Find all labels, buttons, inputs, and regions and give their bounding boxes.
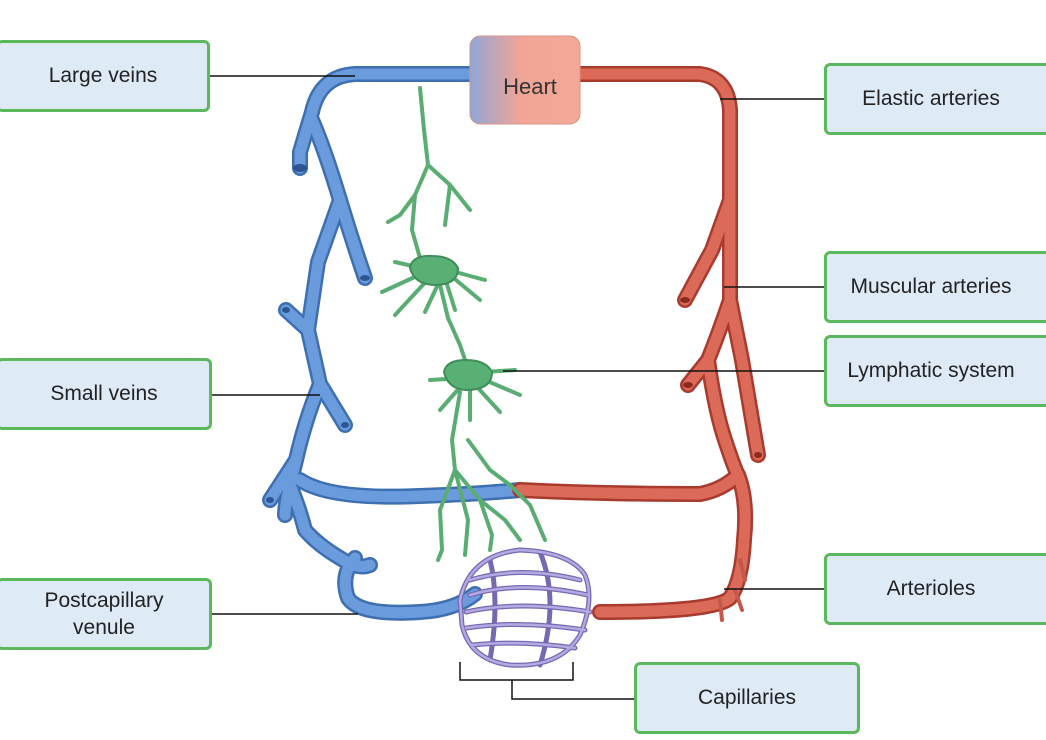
label-postcapillary-venule-text: Postcapillary venule	[44, 588, 164, 639]
heart: Heart	[469, 35, 581, 125]
label-muscular-arteries: Muscular arteries	[824, 251, 1046, 323]
capillary-bed	[457, 547, 593, 668]
label-capillaries-text: Capillaries	[697, 686, 797, 710]
label-arterioles: Arterioles	[824, 553, 1046, 625]
label-lymphatic-system: Lymphatic system	[824, 335, 1046, 407]
heart-label: Heart	[503, 74, 557, 99]
label-arterioles-text: Arterioles	[886, 577, 976, 601]
arteries	[512, 66, 766, 622]
label-small-veins-text: Small veins	[50, 382, 158, 406]
label-capillaries: Capillaries	[634, 662, 860, 734]
label-large-veins: Large veins	[0, 40, 210, 112]
label-large-veins-text: Large veins	[48, 64, 158, 88]
lymph-nodes	[408, 254, 494, 392]
label-small-veins: Small veins	[0, 358, 212, 430]
label-postcapillary-venule: Postcapillary venule	[0, 578, 212, 650]
leader-lines	[210, 75, 826, 700]
lymphatic-vessels	[380, 86, 547, 562]
label-elastic-arteries-text: Elastic arteries	[862, 87, 1000, 111]
label-lymphatic-system-text: Lymphatic system	[847, 359, 1015, 383]
label-muscular-arteries-text: Muscular arteries	[850, 275, 1012, 299]
veins	[262, 66, 528, 621]
label-elastic-arteries: Elastic arteries	[824, 63, 1046, 135]
